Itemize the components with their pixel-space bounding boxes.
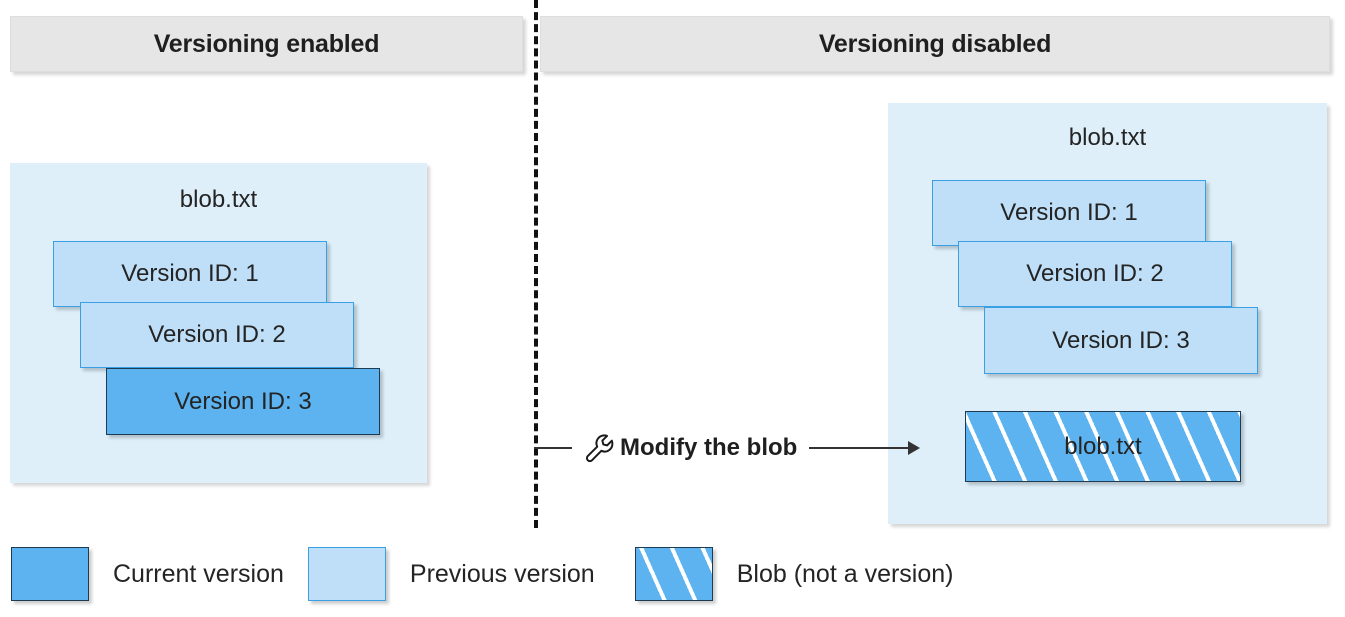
blob-container-versioning-disabled: blob.txt Version ID: 1 Version ID: 2 Ver… [888,103,1327,524]
blob-name-label: blob.txt [1068,124,1147,151]
legend-swatch-blob-not-a-version [634,547,713,601]
version-box-label: Version ID: 1 [121,260,259,287]
connector-line-left [534,447,572,449]
blob-container-versioning-enabled: blob.txt Version ID: 1 Version ID: 2 Ver… [10,163,427,483]
wrench-icon [582,433,616,463]
panel-header-label: Versioning enabled [153,29,380,58]
legend-label: Current version [113,559,284,588]
version-box-label: Version ID: 3 [1052,326,1190,354]
version-box-3: Version ID: 3 [984,307,1258,374]
version-box-label: Version ID: 2 [1026,260,1164,287]
version-box-label: Version ID: 2 [148,321,286,348]
legend-label: Blob (not a version) [736,559,954,588]
legend-swatch-previous-version [307,547,386,601]
legend-item-previous-version: Previous version [307,547,595,601]
version-box-1: Version ID: 1 [53,241,327,307]
panel-header-versioning-enabled: Versioning enabled [10,16,523,72]
version-box-2: Version ID: 2 [958,241,1232,307]
overwritten-blob-box: blob.txt [965,411,1241,482]
version-box-label: Version ID: 1 [1000,199,1138,226]
version-box-2: Version ID: 2 [80,302,354,368]
version-box-1: Version ID: 1 [932,180,1206,246]
version-box-label: Version ID: 3 [174,387,312,415]
arrow-head-icon [908,441,921,455]
modify-the-blob-label: Modify the blob [620,434,798,461]
legend-swatch-current-version [11,547,89,601]
connector-line-right [809,447,910,449]
overwritten-blob-label: blob.txt [1064,432,1142,460]
modify-the-blob-action: Modify the blob [534,433,921,463]
version-box-3-current: Version ID: 3 [106,368,380,435]
vertical-dashed-divider [534,0,538,528]
panel-header-label: Versioning disabled [818,29,1052,58]
blob-name-label: blob.txt [179,186,258,213]
legend-item-current-version: Current version [11,547,284,601]
panel-header-versioning-disabled: Versioning disabled [540,16,1330,72]
legend: Current version Previous version Blob (n… [11,547,954,601]
legend-item-blob-not-a-version: Blob (not a version) [634,547,954,601]
legend-label: Previous version [409,559,595,588]
